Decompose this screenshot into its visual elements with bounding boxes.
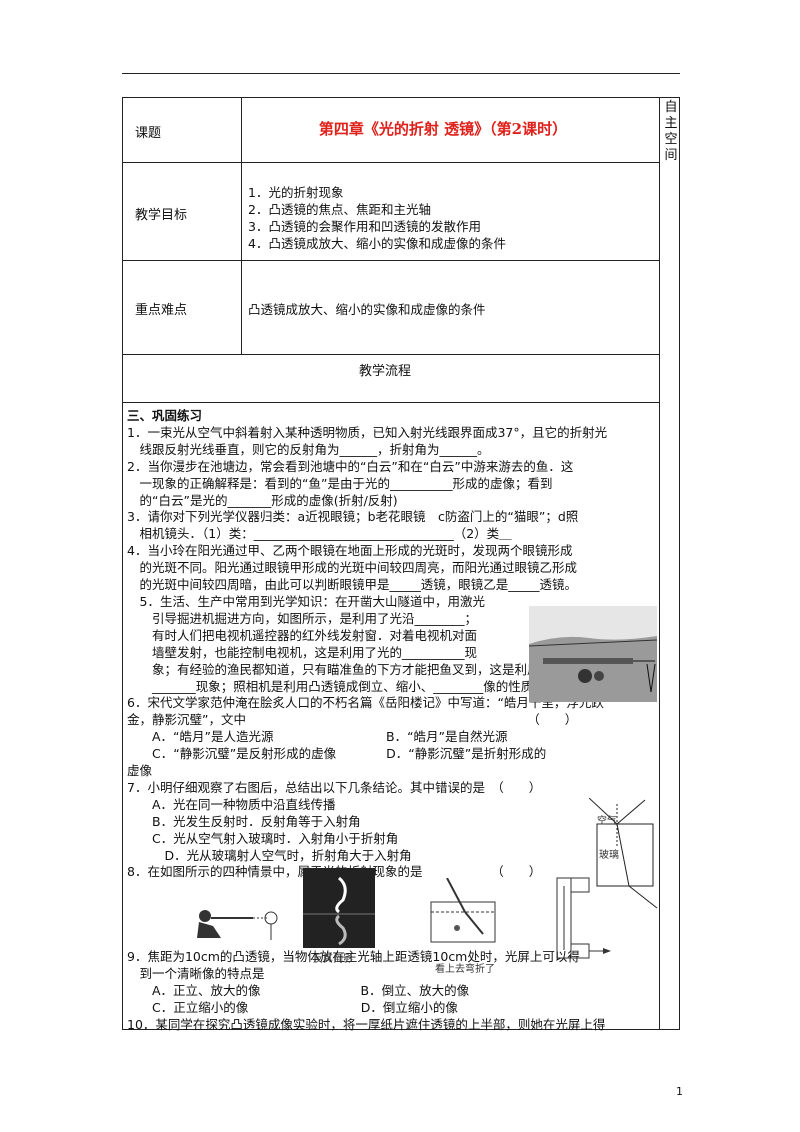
- exercise-line: 3．请你对下列光学仪器归类：a近视眼镜；b老花眼镜 c防盗门上的“猫眼”；d照: [127, 509, 579, 525]
- exercise-line: A．“皓月”是人造光源 B．“皓月”是自然光源: [127, 729, 508, 745]
- row-divider-1: [123, 162, 659, 163]
- exercise-line: 10．某同学在探究凸透镜成像实验时，将一厚纸片遮住透镜的上半部，则她在光屏上得: [127, 1016, 606, 1032]
- tunnel-laser-figure: [529, 606, 657, 702]
- goal-item: 1．光的折射现象: [248, 185, 344, 200]
- scene-d-periscope: [556, 877, 611, 959]
- exercise-line: 4．当小玲在阳光通过甲、乙两个眼镜在地面上形成的光斑时，发现两个眼镜形成: [127, 543, 573, 559]
- exercise-line: B．光发生反射时．反射角等于入射角: [127, 813, 361, 829]
- exercise-line: 1．一束光从空气中斜着射入某种透明物质，已知入射光线跟界面成37°，且它的折射光: [127, 424, 608, 440]
- row-divider-3: [123, 354, 659, 355]
- exercise-line: 金，静影沉璧”，文中 （ ）: [127, 712, 578, 728]
- exercise-line: 象；有经验的渔民都知道，只有瞄准鱼的下方才能把鱼叉到，这是利用了光的: [127, 661, 578, 677]
- exercise-line: 5．生活、生产中常用到光学知识：在开凿大山隧道中，用激光: [127, 593, 485, 609]
- exercise-line: 6．宋代文学家范仲淹在脍炙人口的不朽名篇《岳阳楼记》中写道：“皓月千里，浮光跃: [127, 695, 604, 711]
- exercise-line: 虚像: [127, 763, 153, 779]
- scene-b-caption: 反其倒影: [313, 954, 353, 965]
- exercise-heading: 三、巩固练习: [127, 408, 203, 423]
- exercise-line: 的“白云”是光的_______形成的虚像(折射/反射): [127, 492, 398, 508]
- goals-label: 教学目标: [135, 208, 188, 223]
- scene-b-bird-reflection: [303, 868, 375, 948]
- topic-label: 课题: [135, 126, 162, 141]
- exercise-line: 到一个清晰像的特点是: [127, 965, 265, 981]
- scene-c-caption: 看上去弯折了: [435, 964, 495, 975]
- side-column-divider: [659, 98, 660, 1029]
- air-label: 空气: [597, 816, 617, 827]
- row-divider-4: [123, 402, 659, 403]
- exercise-line: C．正立缩小的像 D．倒立缩小的像: [127, 999, 458, 1015]
- exercise-line: 线跟反射光线垂直，则它的反射角为______，折射角为______。: [127, 441, 490, 457]
- goal-item: 2．凸透镜的焦点、焦距和主光轴: [248, 202, 431, 217]
- scene-c-pencil-in-water: [430, 878, 496, 943]
- exercise-line: 引导掘进机掘进方向，如图所示，是利用了光沿________；: [127, 610, 478, 626]
- goal-item: 3．凸透镜的会聚作用和凹透镜的发散作用: [248, 219, 481, 234]
- exercise-line: 2．当你漫步在池塘边，常会看到池塘中的“白云”和在“白云”中游来游去的鱼．这: [127, 458, 574, 474]
- side-column-label: 自主空间: [664, 100, 678, 163]
- exercise-line: 的光斑中间较四周暗，由此可以判断眼镜甲是_____透镜，眼镜乙是_____透镜。: [127, 577, 578, 593]
- exercise-line: 一现象的正确解释是：看到的“鱼”是由于光的__________形成的虚像；看到: [127, 475, 553, 491]
- exercise-line: 有时人们把电视机遥控器的红外线发射窗．对着电视机对面: [127, 627, 478, 643]
- exercise-line: 7．小明仔细观察了右图后，总结出以下几条结论。其中错误的是 （ ）: [127, 779, 542, 795]
- page-number: 1: [676, 1085, 683, 1098]
- scene-a-sighting: [197, 910, 278, 940]
- difficulty-text: 凸透镜成放大、缩小的实像和成虚像的条件: [248, 302, 486, 317]
- label-column-divider: [241, 98, 242, 354]
- lesson-table: 课题 第四章《光的折射 透镜》（第2课时） 自主空间 教学目标 1．光的折射现象…: [122, 97, 680, 1032]
- exercise-section: 三、巩固练习 1．一束光从空气中斜着射入某种透明物质，已知入射光线跟界面成37°…: [127, 408, 655, 1034]
- exercise-line: A．正立、放大的像 B．倒立、放大的像: [127, 982, 470, 998]
- exercise-line: A．光在同一种物质中沿直线传播: [127, 796, 336, 812]
- exercise-line: 相机镜头．（1）类：______________________________…: [127, 526, 512, 542]
- exercise-line: C．光从空气射入玻璃时．入射角小于折射角: [127, 830, 399, 846]
- exercise-line: 9．焦距为10cm的凸透镜，当物体放在主光轴上距透镜10cm处时，光屏上可以得: [127, 949, 580, 964]
- exercise-line: 的光斑不同。阳光通过眼镜甲形成的光斑中间较四周亮，而阳光通过眼镜乙形成: [127, 560, 578, 576]
- goal-item: 4．凸透镜成放大、缩小的实像和成虚像的条件: [248, 236, 506, 251]
- exercise-line: _______现象；照相机是利用凸透镜成倒立、缩小、________像的性质制成…: [127, 678, 584, 694]
- exercise-line: 墙壁发射，也能控制电视机，这是利用了光的__________现: [127, 644, 478, 660]
- row-divider-2: [123, 260, 659, 261]
- refraction-diagram: [589, 798, 658, 909]
- flow-label: 教学流程: [359, 364, 412, 379]
- glass-label: 玻璃: [599, 850, 619, 861]
- exercise-line: D．光从玻璃射人空气时，折射角大于入射角: [127, 847, 412, 863]
- top-rule: [122, 73, 680, 74]
- difficulty-label: 重点难点: [135, 303, 188, 318]
- page-title: 第四章《光的折射 透镜》（第2课时）: [318, 120, 568, 138]
- exercise-line: C．“静影沉璧”是反射形成的虚像 D．“静影沉璧”是折射形成的: [127, 746, 547, 762]
- goals-list: 1．光的折射现象 2．凸透镜的焦点、焦距和主光轴 3．凸透镜的会聚作用和凹透镜的…: [248, 184, 506, 252]
